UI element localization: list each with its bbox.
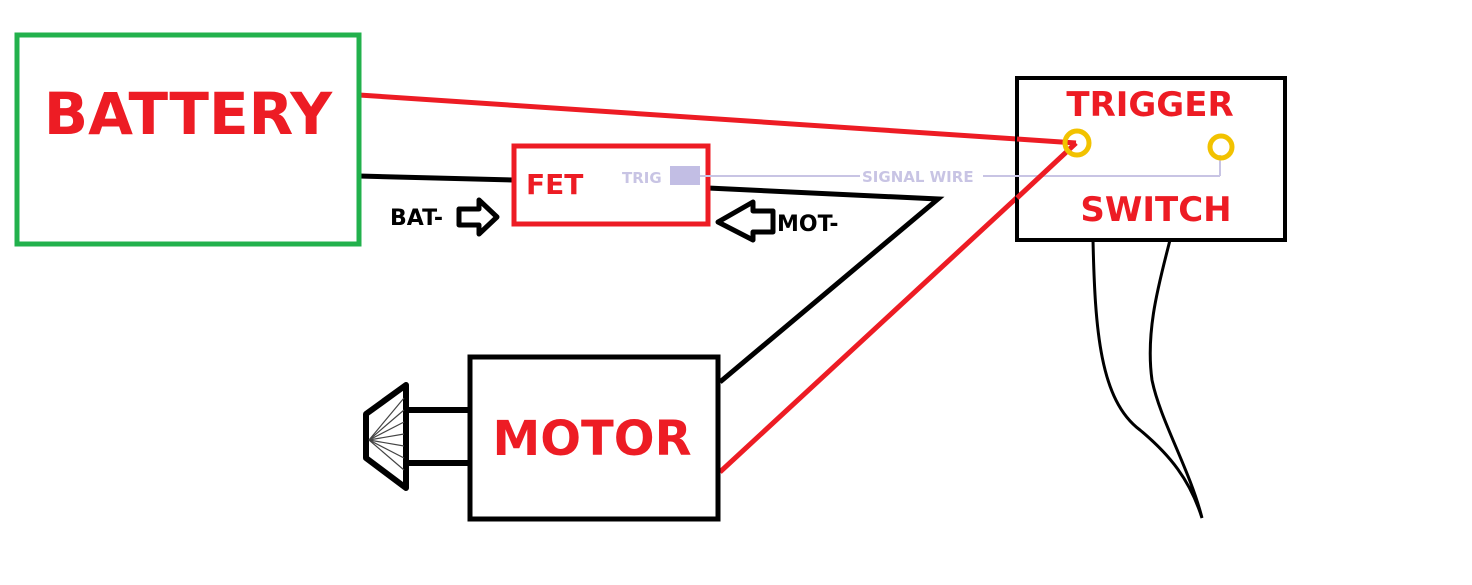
battery-box [14,32,362,247]
pinion-gear-icon [363,382,409,491]
bat-neg-arrow-icon [456,197,500,237]
motor-label: MOTOR [492,411,691,467]
mot-neg-label: MOT- [777,212,839,237]
fet-label: FET [526,168,583,201]
motor-negative-wire [707,185,945,384]
battery-label: BATTERY [44,80,333,148]
trig-pad [670,166,700,185]
switch-label: SWITCH [1080,190,1231,230]
bat-neg-label: BAT- [390,206,443,231]
motor-box [467,354,721,522]
signal-wire-label: SIGNAL WIRE [862,168,974,186]
terminal-left-icon [1062,128,1092,158]
terminal-right-icon [1207,133,1235,161]
trigger-label: TRIGGER [1066,85,1233,125]
mot-neg-arrow-icon [715,199,776,243]
battery-negative-wire [358,173,514,183]
battery-positive-wire [358,92,1077,146]
trigger-lever [1091,239,1204,519]
trig-label: TRIG [622,169,662,187]
